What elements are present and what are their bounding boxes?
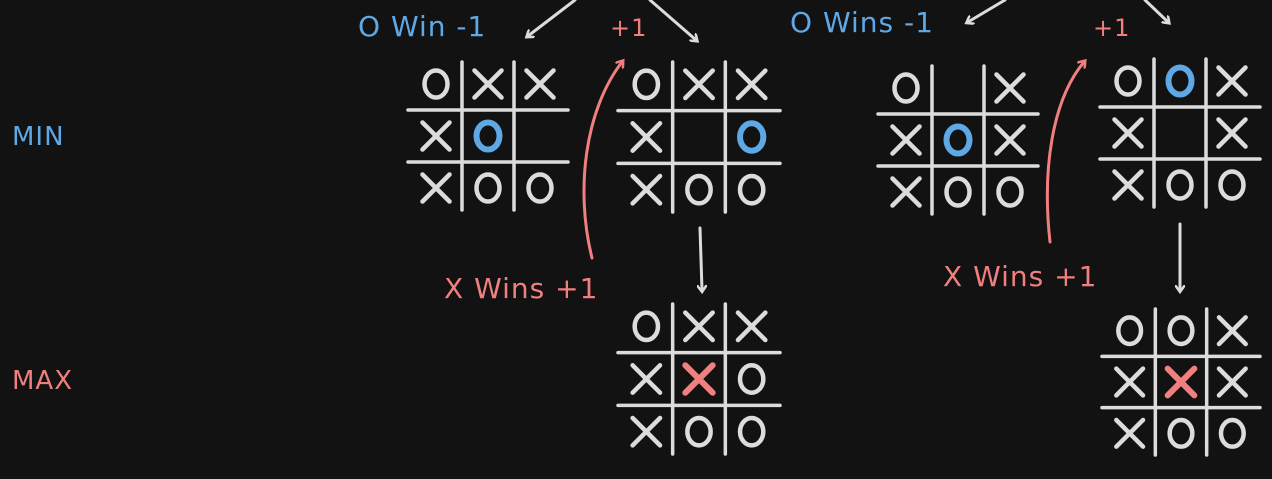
x-mark [472,68,504,100]
x-mark [630,173,663,206]
x-mark [420,120,452,152]
label-plus1-right: +1 [1093,14,1131,42]
label-o-win-left: O Win -1 [358,10,487,43]
x-mark [524,68,556,100]
label-x-wins-right: X Wins +1 [943,260,1098,293]
o-mark [1167,417,1195,449]
board-max-2 [1100,307,1262,457]
o-mark [685,173,713,206]
o-mark [737,415,766,448]
x-mark [1216,65,1248,97]
o-mark [422,68,450,100]
o-mark [685,415,713,448]
x-mark [1112,117,1144,149]
arrow-red-curve-right [1045,62,1084,244]
x-mark [1112,169,1144,201]
arrow-top-right-a [968,0,1007,22]
x-mark [994,124,1026,156]
x-mark [683,310,715,343]
x-mark [1114,366,1146,398]
x-mark [683,68,715,101]
x-mark-highlight [682,362,716,396]
boards-layer [406,57,1262,457]
o-mark [474,172,502,204]
arrow-top-left-a [528,0,577,36]
arrow-red-curve-left [582,62,622,260]
x-mark [994,72,1026,104]
o-mark-highlight [737,120,767,154]
o-mark [1218,169,1246,201]
x-mark [630,121,663,153]
o-mark [1114,65,1142,97]
o-mark [1116,315,1144,347]
x-mark [630,415,663,448]
board-min-2 [616,60,782,214]
o-mark [632,310,661,343]
label-o-win-right: O Wins -1 [790,6,934,39]
x-mark [1216,366,1248,398]
x-mark [735,310,768,343]
label-x-wins-left: X Wins +1 [444,272,599,305]
board-min-1 [406,60,570,212]
o-mark-highlight [473,119,503,153]
o-mark [737,173,766,206]
label-min: MIN [12,122,65,152]
label-max: MAX [12,366,74,396]
o-mark [944,176,972,208]
o-mark [632,68,661,101]
x-mark [630,363,663,395]
arrow-top-left-b [648,0,696,40]
x-mark [890,124,922,156]
o-mark [996,176,1024,208]
o-mark [892,72,920,104]
o-mark-highlight [1165,64,1195,98]
x-mark [1216,117,1248,149]
o-mark [1166,169,1194,201]
o-mark [526,172,554,204]
x-mark [420,172,452,204]
x-mark [1114,417,1146,449]
arrow-down-left [700,226,702,290]
board-min-3 [876,64,1040,216]
o-mark-highlight [943,123,973,157]
x-mark [890,176,922,208]
x-mark-highlight [1164,365,1198,399]
x-mark [1216,315,1248,347]
label-plus1-left: +1 [610,14,648,42]
arrow-top-right-b [1143,0,1168,22]
o-mark [1167,315,1195,347]
board-max-1 [616,302,782,456]
o-mark [1218,417,1246,449]
o-mark [737,363,766,395]
x-mark [735,68,768,101]
board-min-4 [1098,57,1262,209]
